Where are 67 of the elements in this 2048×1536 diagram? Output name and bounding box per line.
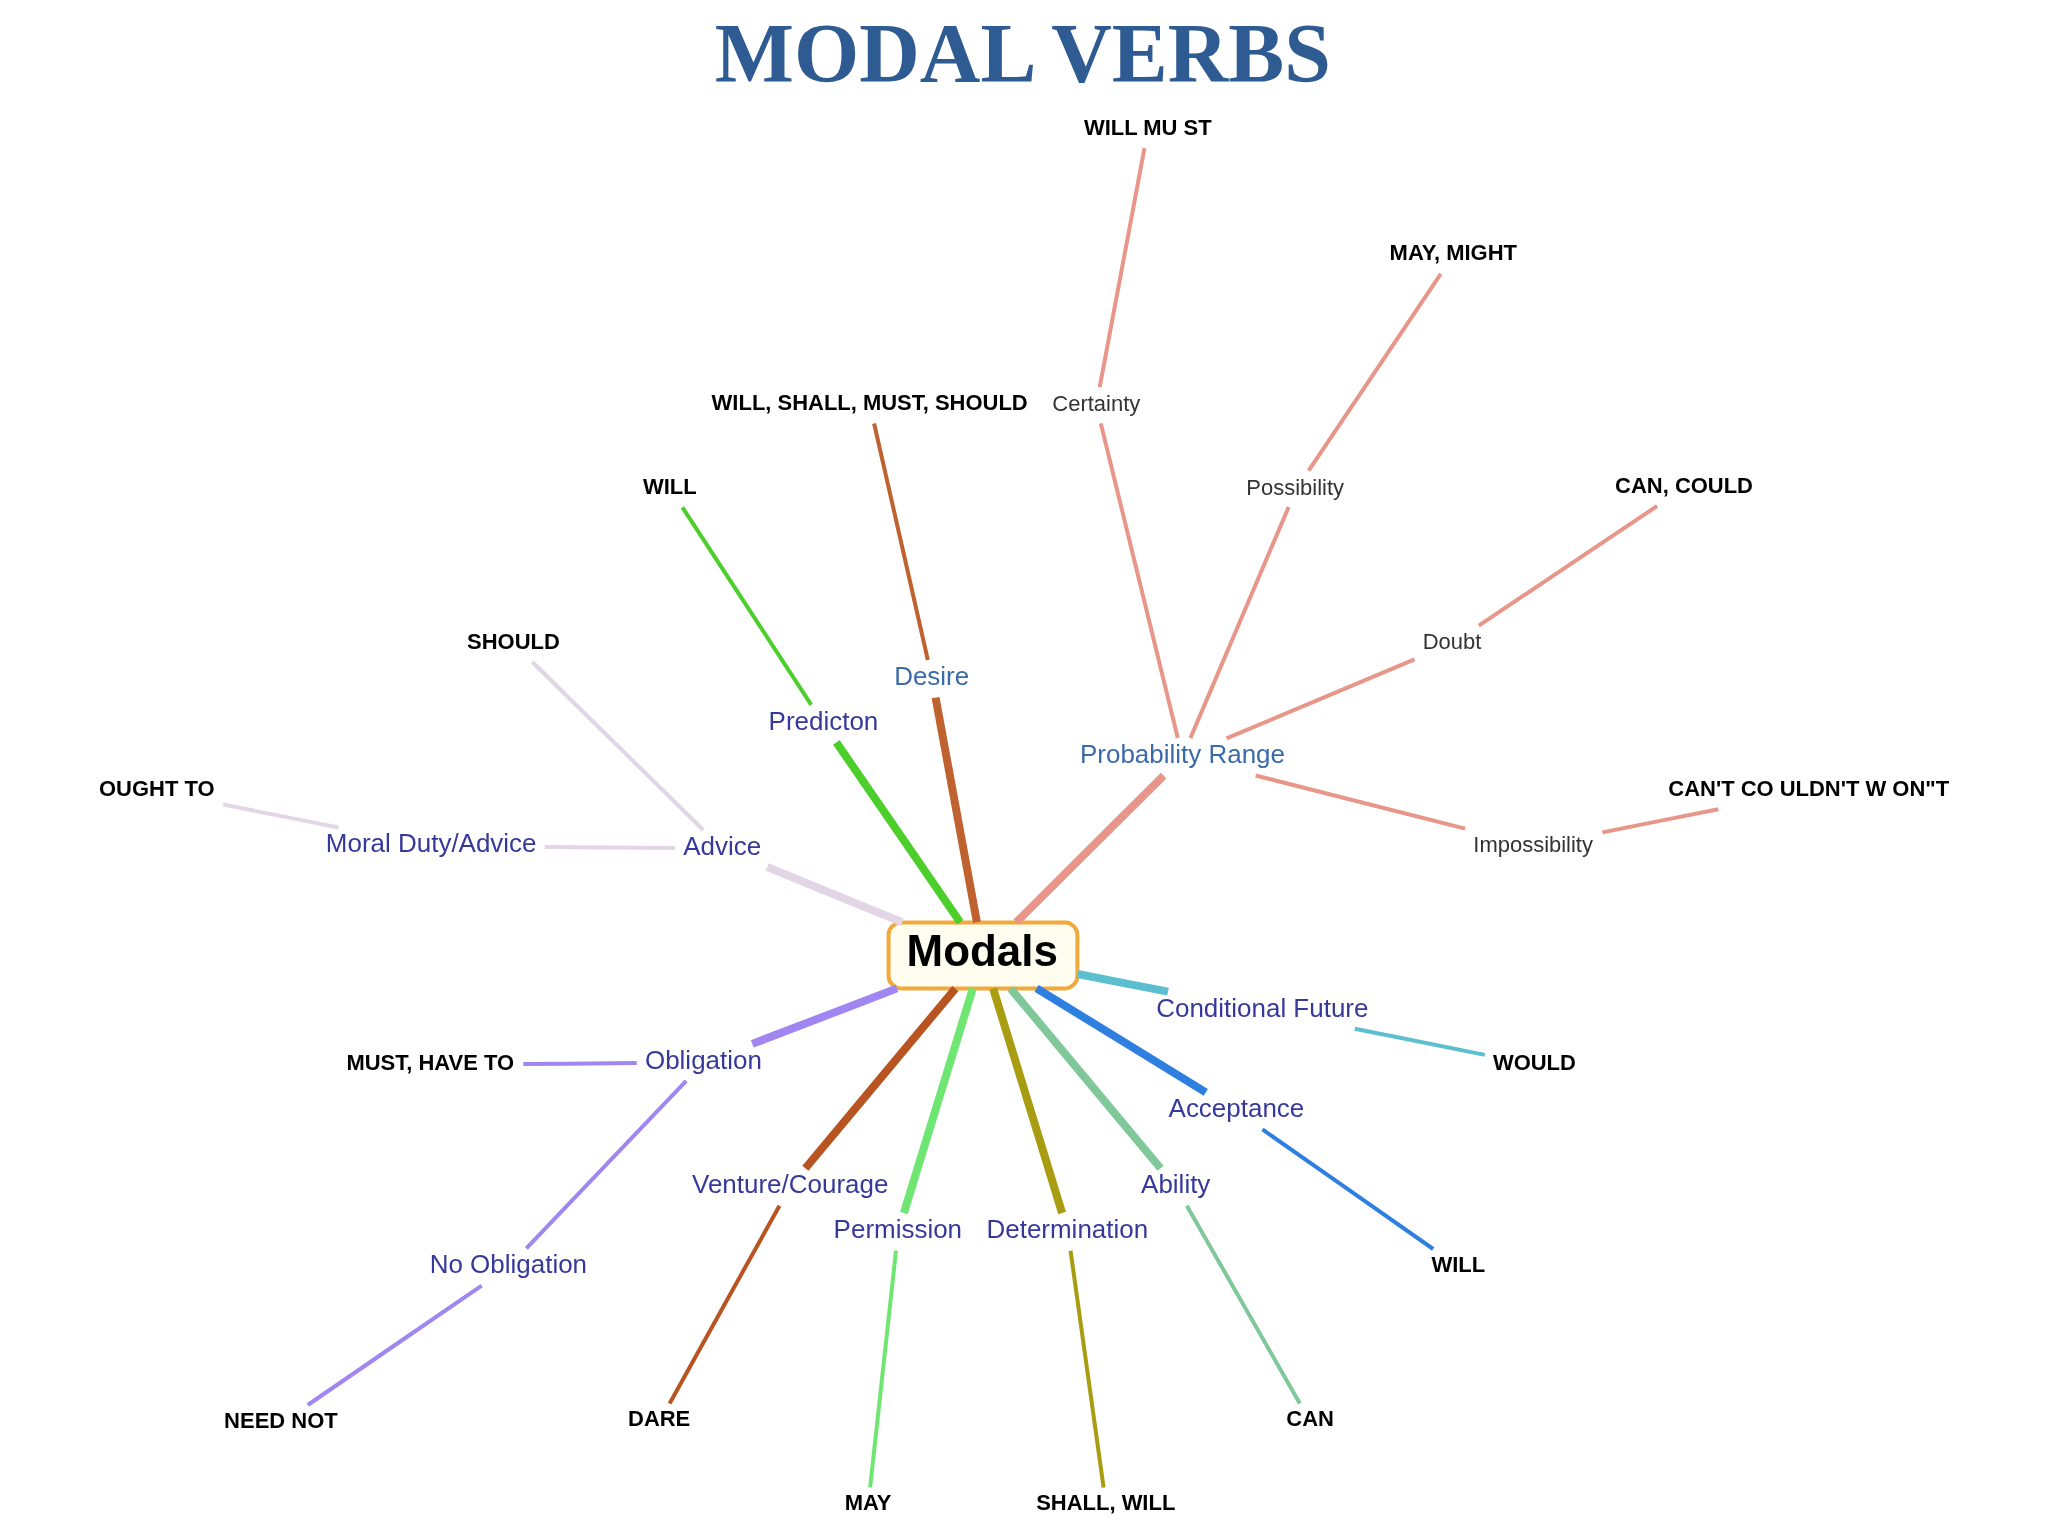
node-text: SHOULD bbox=[467, 628, 560, 654]
node-text: WILL, SHALL, MUST, SHOULD bbox=[711, 389, 1028, 415]
connector bbox=[1007, 986, 1164, 1171]
node-text: Ability bbox=[1141, 1169, 1211, 1200]
node-text: CAN'T CO ULDN'T W ON"T bbox=[1668, 775, 1950, 801]
node-text: Moral Duty/Advice bbox=[325, 828, 537, 859]
connector bbox=[931, 696, 981, 924]
connector bbox=[833, 740, 964, 925]
node-box: Modals bbox=[886, 920, 1080, 991]
connector bbox=[544, 845, 676, 851]
node-text: Permission bbox=[833, 1214, 963, 1245]
connector bbox=[872, 423, 930, 661]
connector bbox=[524, 1079, 688, 1250]
connector bbox=[765, 863, 904, 926]
connector bbox=[1068, 1250, 1106, 1488]
node-text: Impossibility bbox=[1473, 831, 1593, 857]
connector bbox=[523, 1061, 637, 1067]
node-text: MAY, MIGHT bbox=[1389, 240, 1517, 266]
connector bbox=[1602, 807, 1719, 835]
connector bbox=[1034, 985, 1208, 1096]
connector bbox=[802, 986, 959, 1171]
connector bbox=[1261, 1127, 1435, 1251]
connector bbox=[1013, 772, 1167, 926]
node-text: Certainty bbox=[1052, 390, 1141, 416]
node-text: Doubt bbox=[1422, 629, 1482, 655]
node-text: Obligation bbox=[644, 1044, 762, 1075]
node-text: OUGHT TO bbox=[98, 775, 215, 801]
node-text: Determination bbox=[986, 1214, 1149, 1245]
connector bbox=[680, 506, 813, 707]
connector bbox=[1255, 773, 1466, 831]
node-text: CAN, COULD bbox=[1615, 472, 1753, 498]
connector bbox=[1097, 147, 1147, 388]
node-text: WILL bbox=[643, 473, 697, 499]
node-text: Probability Range bbox=[1080, 739, 1286, 770]
node-text: Venture/Courage bbox=[692, 1169, 889, 1200]
connector bbox=[1098, 422, 1180, 739]
node-text: MUST, HAVE TO bbox=[346, 1049, 515, 1075]
node-text: WOULD bbox=[1492, 1049, 1576, 1075]
connector bbox=[1477, 504, 1659, 628]
node-text: WILL bbox=[1431, 1251, 1486, 1277]
node-text: MAY bbox=[844, 1490, 892, 1516]
connector bbox=[900, 987, 977, 1215]
connector bbox=[222, 802, 339, 830]
connector bbox=[530, 660, 705, 832]
node-text: Conditional Future bbox=[1156, 992, 1369, 1023]
connector bbox=[1225, 657, 1416, 741]
connector bbox=[1354, 1026, 1486, 1057]
connector bbox=[1306, 272, 1443, 472]
connector bbox=[868, 1250, 898, 1488]
connector bbox=[667, 1204, 782, 1405]
node-text: Acceptance bbox=[1168, 1093, 1305, 1124]
connector bbox=[306, 1283, 483, 1407]
connector bbox=[1185, 1204, 1302, 1405]
connector bbox=[750, 984, 899, 1048]
node-text: WILL MU ST bbox=[1083, 114, 1212, 140]
diagram-title: MODAL VERBS bbox=[714, 7, 1331, 101]
node-text: Advice bbox=[683, 830, 762, 861]
node-text: DARE bbox=[628, 1406, 691, 1432]
node-text: No Obligation bbox=[429, 1249, 588, 1280]
connector bbox=[989, 987, 1066, 1215]
node-text: Predicton bbox=[768, 706, 879, 737]
node-text: Desire bbox=[894, 661, 970, 692]
node-text: CAN bbox=[1286, 1406, 1334, 1432]
node-text: Possibility bbox=[1246, 474, 1345, 500]
node-text: SHALL, WILL bbox=[1036, 1490, 1176, 1516]
connector bbox=[1188, 506, 1291, 739]
node-text: NEED NOT bbox=[224, 1407, 338, 1433]
